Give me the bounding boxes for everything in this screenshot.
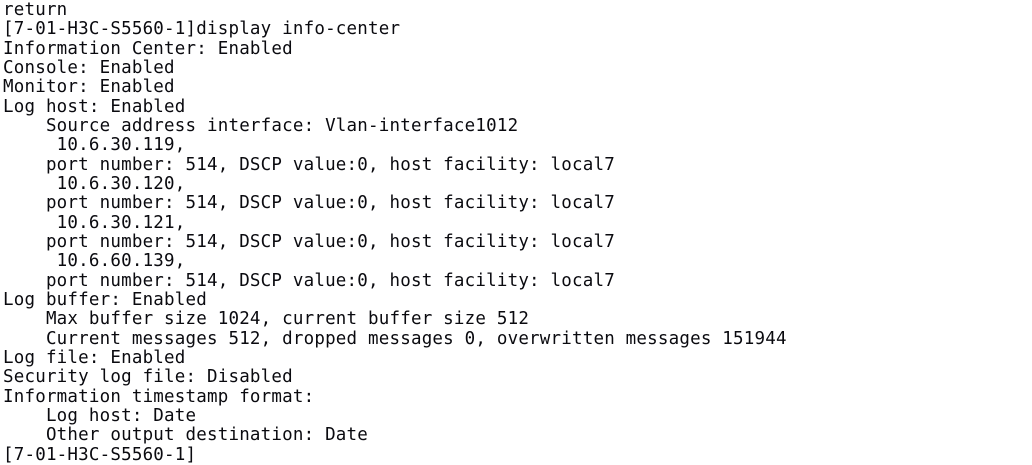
terminal-prompt[interactable]: [7-01-H3C-S5560-1] (3, 444, 197, 465)
terminal-line: port number: 514, DSCP value:0, host fac… (3, 231, 615, 252)
terminal-line: Log file: Enabled (3, 347, 186, 368)
terminal-line: port number: 514, DSCP value:0, host fac… (3, 193, 615, 214)
terminal-line: 10.6.30.119, (3, 135, 186, 156)
terminal-line: Source address interface: Vlan-interface… (3, 115, 519, 136)
terminal-line: Monitor: Enabled (3, 77, 175, 98)
terminal-line: 10.6.60.139, (3, 251, 186, 272)
terminal-line: Current messages 512, dropped messages 0… (3, 328, 787, 349)
terminal-line: port number: 514, DSCP value:0, host fac… (3, 154, 615, 175)
terminal-line: Other output destination: Date (3, 425, 369, 446)
terminal-line: Console: Enabled (3, 57, 175, 78)
terminal-line: Security log file: Disabled (3, 367, 293, 388)
terminal-line: Information Center: Enabled (3, 38, 293, 59)
terminal-line: [7-01-H3C-S5560-1]display info-center (3, 19, 401, 40)
terminal-line: Log host: Enabled (3, 96, 186, 117)
terminal-line: Log host: Date (3, 405, 197, 426)
terminal-line: port number: 514, DSCP value:0, host fac… (3, 270, 615, 291)
terminal-line: Max buffer size 1024, current buffer siz… (3, 309, 530, 330)
terminal-line: Log buffer: Enabled (3, 289, 207, 310)
terminal-line: return (3, 0, 68, 20)
terminal-line: 10.6.30.120, (3, 173, 186, 194)
terminal-line: 10.6.30.121, (3, 212, 186, 233)
terminal-line: Information timestamp format: (3, 386, 315, 407)
